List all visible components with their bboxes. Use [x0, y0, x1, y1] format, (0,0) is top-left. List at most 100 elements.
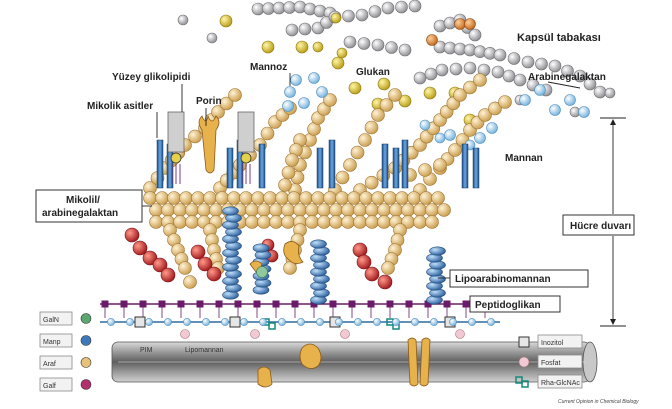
muramic-acid-unit	[349, 301, 356, 308]
gold-sugar	[258, 216, 271, 229]
gold-sugar	[318, 216, 331, 229]
gold-sugar	[354, 204, 367, 217]
gold-sugar	[204, 192, 217, 205]
gold-sugar	[156, 192, 169, 205]
muramic-acid-unit	[197, 301, 204, 308]
cell-wall-arrow-down	[610, 319, 616, 325]
grey-sugar	[207, 33, 217, 43]
yellow-sugar	[424, 87, 436, 99]
grey-sugar	[252, 3, 264, 15]
orange-sugar	[427, 35, 438, 46]
muramic-acid-unit	[406, 301, 413, 308]
gold-sugar	[360, 192, 373, 205]
gold-sugar	[282, 204, 295, 217]
grey-sugar	[450, 63, 462, 75]
gold-sugar	[186, 216, 199, 229]
gold-sugar	[330, 204, 343, 217]
muramic-acid-unit	[292, 301, 299, 308]
gold-sugar	[359, 134, 372, 147]
legend-label: Galf	[43, 383, 56, 390]
lblue-sugar	[535, 85, 546, 96]
legend-label: GalN	[43, 317, 59, 324]
gold-sugar	[312, 192, 325, 205]
gold-sugar	[210, 204, 223, 217]
legend-swatch	[81, 380, 91, 390]
mycolic-acid-chain	[402, 140, 408, 188]
lblue-sugar	[435, 133, 445, 143]
lblue-sugar	[202, 318, 209, 325]
gold-sugar	[365, 121, 378, 134]
phosphate-icon	[519, 357, 529, 367]
blue-mannose-unit	[311, 240, 327, 248]
lblue-sugar	[430, 318, 437, 325]
glycolipid-head	[171, 153, 181, 163]
gold-sugar	[288, 192, 301, 205]
mycolic-acid-chain	[317, 148, 323, 188]
membrane-protein	[258, 367, 272, 387]
lblue-sugar	[316, 318, 323, 325]
gold-sugar	[286, 154, 299, 167]
gold-sugar	[434, 159, 447, 172]
mycolic-acid-chain	[473, 148, 479, 188]
grey-sugar	[594, 86, 606, 98]
grey-sugar	[605, 88, 615, 98]
mannose-label: Mannoz	[250, 62, 287, 73]
gold-sugar	[144, 192, 157, 205]
gold-sugar	[389, 89, 402, 102]
muramic-acid-unit	[368, 301, 375, 308]
gold-sugar	[306, 216, 319, 229]
glycolipid-head	[241, 153, 251, 163]
gold-sugar	[198, 204, 211, 217]
surface-glycolipid-block	[168, 112, 184, 152]
grey-sugar	[549, 60, 561, 72]
lblue-sugar	[299, 98, 310, 109]
yellow-sugar	[331, 13, 341, 23]
lblue-sugar	[420, 120, 430, 130]
gold-sugar	[150, 204, 163, 217]
gold-sugar	[414, 204, 427, 217]
lblue-sugar	[550, 105, 561, 116]
grey-sugar	[464, 62, 476, 74]
grey-sugar	[343, 10, 355, 22]
lblue-sugar	[475, 133, 486, 144]
muramic-acid-unit	[216, 301, 223, 308]
muramic-acid-unit	[463, 301, 470, 308]
gold-sugar	[426, 216, 439, 229]
mycolic-acid-chain	[157, 140, 163, 188]
muramic-acid-unit	[330, 301, 337, 308]
yellow-sugar	[349, 82, 361, 94]
grey-sugar	[396, 1, 408, 13]
gold-sugar	[390, 204, 403, 217]
lblue-sugar	[411, 318, 418, 325]
gold-sugar	[294, 204, 307, 217]
gold-sugar	[474, 74, 487, 87]
gold-sugar	[306, 204, 319, 217]
yellow-sugar	[378, 78, 390, 90]
grey-sugar	[492, 66, 504, 78]
source-credit: Current Opinion in Chemical Biology	[558, 399, 639, 405]
muramic-acid-unit	[159, 301, 166, 308]
red-sugar	[378, 275, 392, 289]
gold-sugar	[150, 216, 163, 229]
red-sugar	[191, 245, 205, 259]
grey-sugar	[425, 68, 437, 80]
phosphate-circle	[181, 330, 190, 339]
grey-sugar	[469, 29, 481, 41]
lblue-sugar	[354, 318, 361, 325]
grey-sugar	[178, 15, 188, 25]
lblue-sugar	[126, 318, 133, 325]
lblue-sugar	[107, 318, 114, 325]
gold-sugar	[246, 216, 259, 229]
gold-sugar	[344, 159, 357, 172]
gold-sugar	[168, 192, 181, 205]
gold-sugar	[192, 192, 205, 205]
gold-sugar	[348, 192, 361, 205]
yellow-sugar	[332, 57, 344, 69]
grey-sugar	[503, 70, 515, 82]
red-sugar	[161, 268, 175, 282]
gold-sugar	[246, 204, 259, 217]
lblue-sugar	[317, 87, 328, 98]
inositol-square	[230, 317, 240, 327]
grey-sugar	[508, 53, 520, 65]
gold-sugar	[342, 216, 355, 229]
